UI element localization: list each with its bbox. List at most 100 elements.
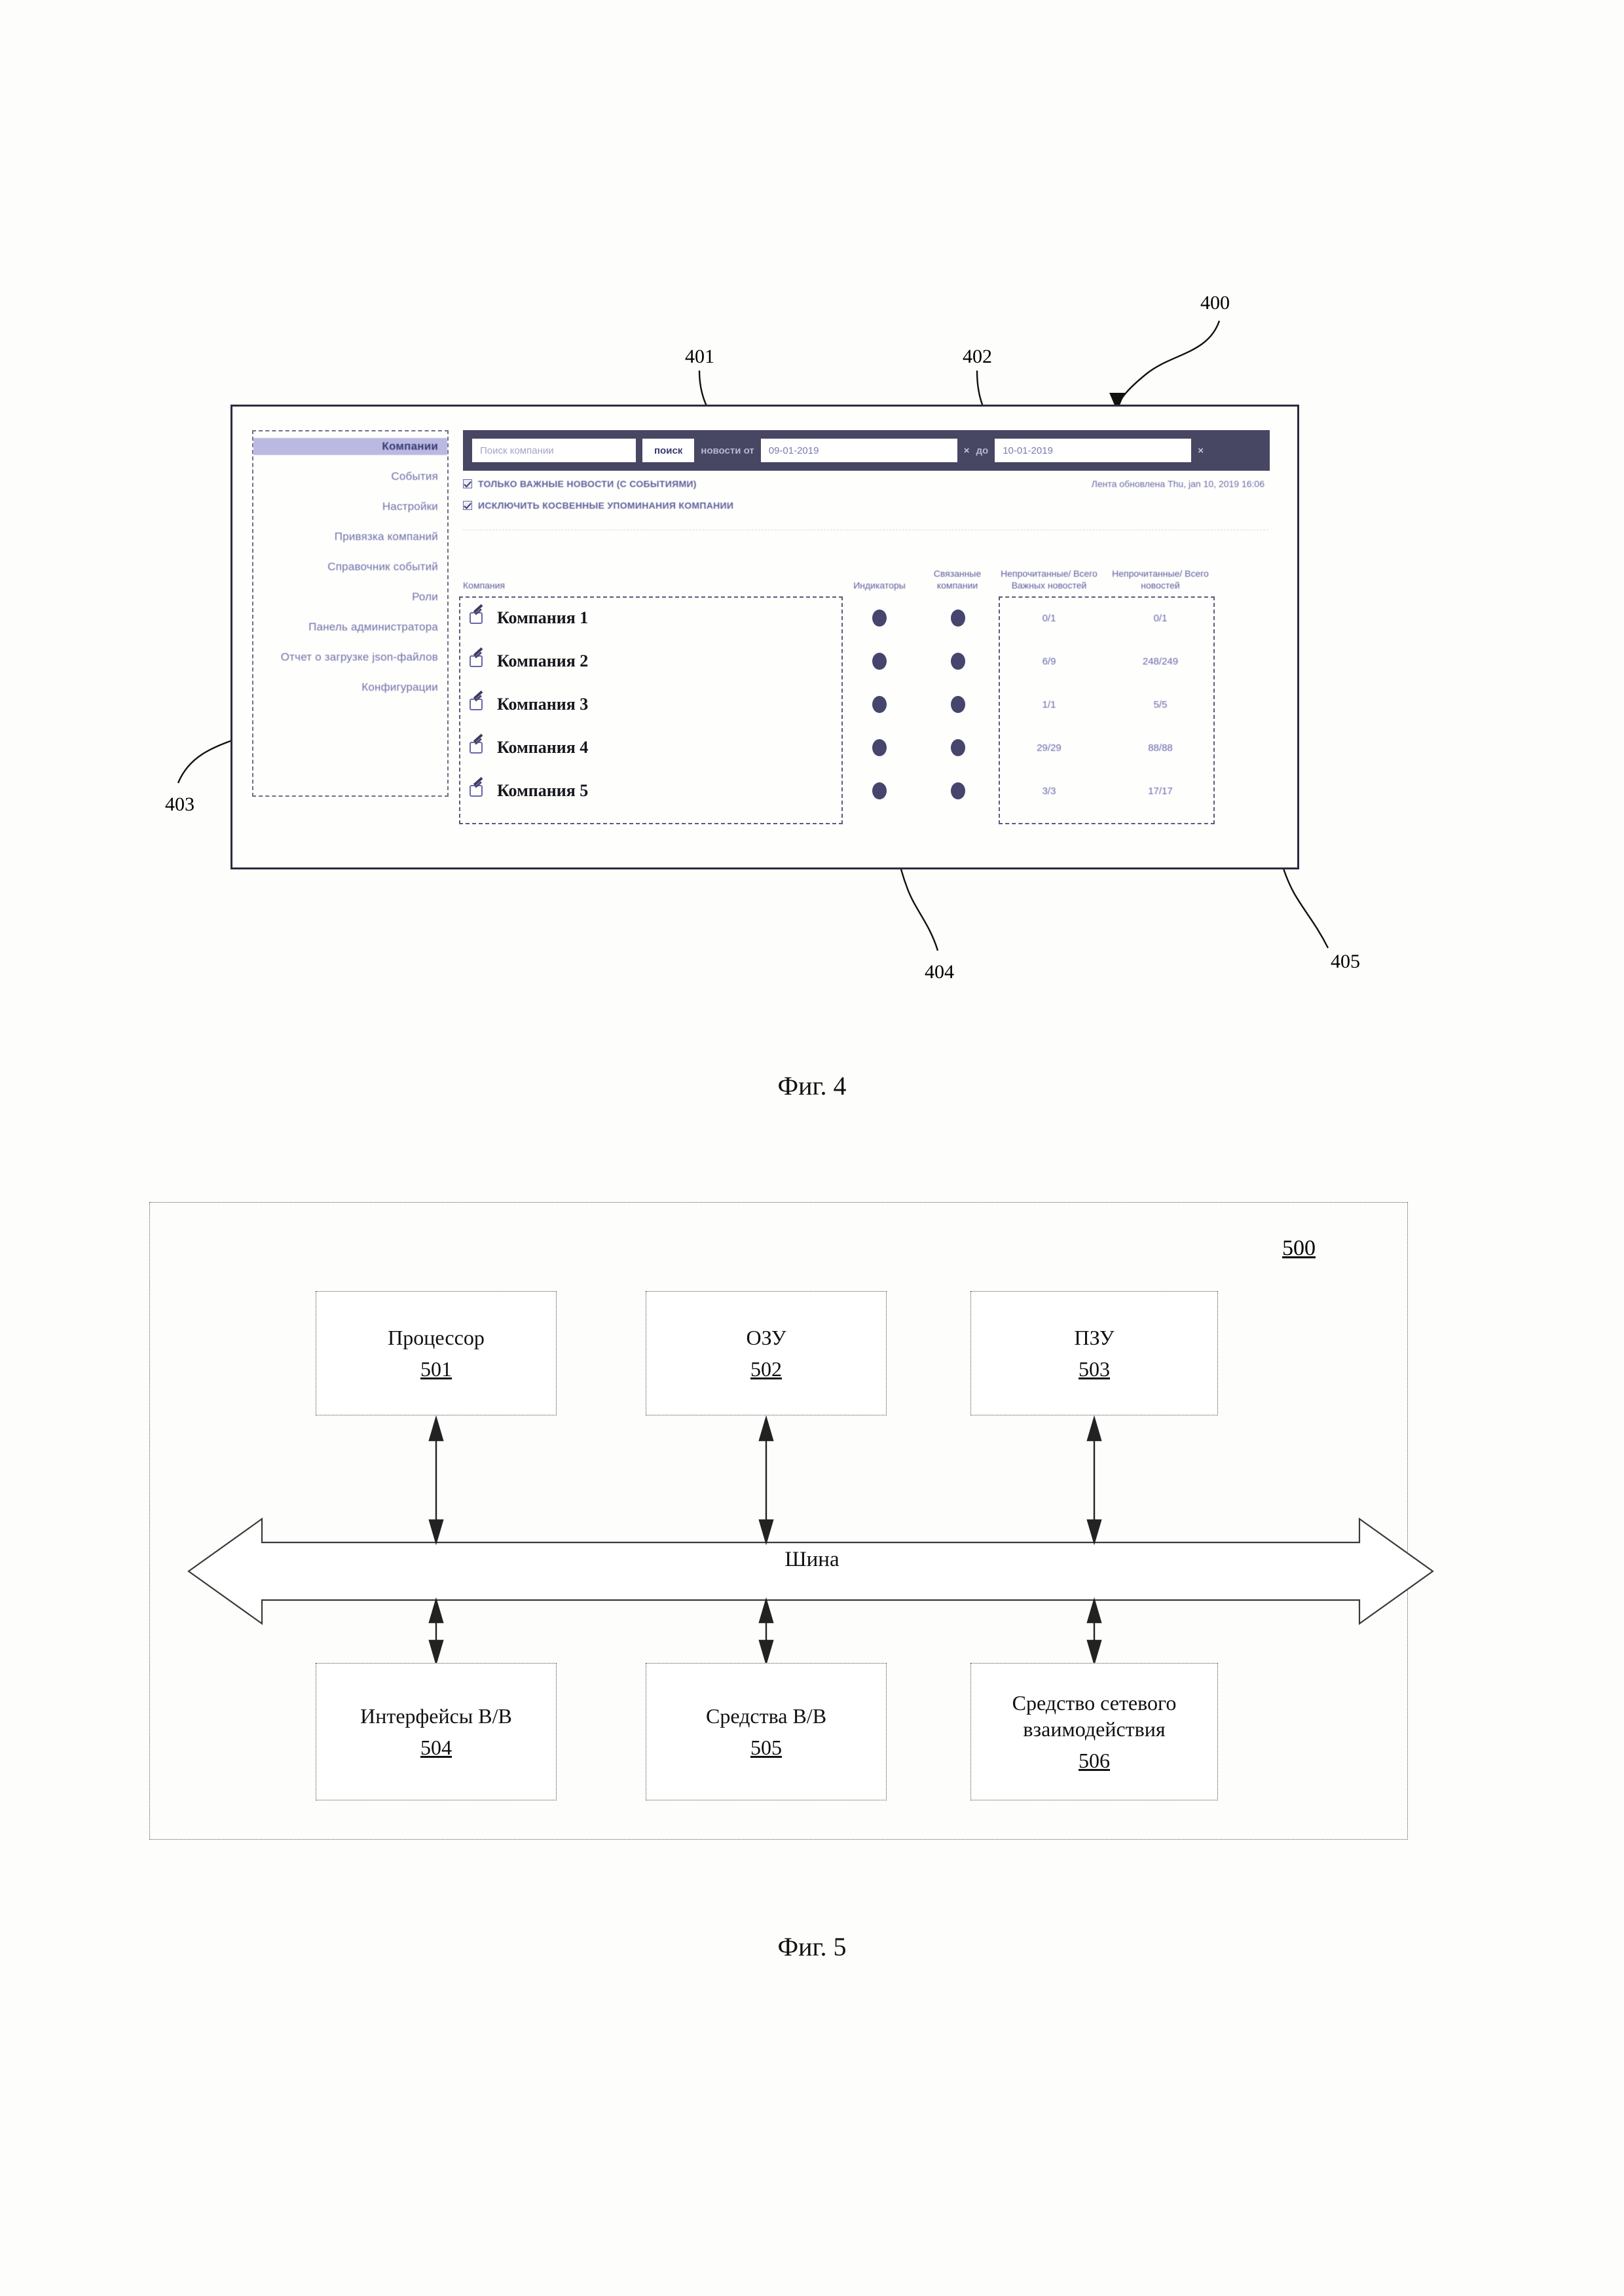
unread-important-count: 29/29 (1037, 742, 1061, 754)
company-name: Компания 4 (497, 738, 589, 757)
column-header-company: Компания (463, 579, 506, 591)
company-cell[interactable]: Компания 3 (470, 690, 589, 714)
sidebar-item-label: Конфигурации (361, 681, 438, 693)
feed-updated-status: Лента обновлена Thu, jan 10, 2019 16:06 (1091, 479, 1264, 489)
edit-pencil-icon[interactable] (470, 733, 487, 756)
block-ref: 504 (420, 1736, 452, 1760)
sidebar-item-label: Настройки (382, 500, 438, 513)
block-processor: Процессор 501 (316, 1291, 557, 1415)
sidebar-item-link-companies[interactable]: Привязка компаний (253, 528, 447, 545)
date-from-input[interactable]: 09-01-2019 (760, 439, 957, 462)
table-row[interactable]: Компания 1 0/1 0/1 (463, 596, 1270, 640)
reference-500: 500 (1282, 1236, 1316, 1260)
sidebar-item-events[interactable]: События (253, 468, 447, 485)
filter-exclude-indirect[interactable]: исключить косвенные упоминания компании (463, 500, 1270, 511)
unread-important-count: 1/1 (1042, 699, 1056, 710)
block-title: Средство сетевого взаимодействия (1012, 1691, 1177, 1741)
checkbox-checked-icon[interactable] (463, 479, 472, 488)
edit-pencil-icon[interactable] (470, 690, 487, 712)
search-button[interactable]: поиск (642, 439, 695, 462)
clear-date-from-icon[interactable]: × (963, 445, 970, 456)
company-table-body: Компания 1 0/1 0/1 Компания 2 (463, 596, 1270, 812)
clear-date-to-icon[interactable]: × (1198, 445, 1204, 456)
column-header-unread-important: Непрочитанные/ Всего Важных новостей (1001, 568, 1098, 591)
sidebar-nav: Компании События Настройки Привязка комп… (252, 430, 449, 797)
company-name: Компания 3 (497, 695, 589, 714)
company-cell[interactable]: Компания 5 (470, 776, 588, 801)
unread-all-count: 5/5 (1153, 699, 1168, 710)
related-companies-dot-icon[interactable] (951, 610, 965, 627)
block-ref: 503 (1079, 1357, 1110, 1381)
company-column-group-box (459, 596, 843, 824)
checkbox-checked-icon[interactable] (463, 501, 472, 510)
block-io-interfaces: Интерфейсы В/В 504 (316, 1663, 557, 1800)
company-name: Компания 2 (497, 651, 589, 670)
block-ref: 501 (420, 1357, 452, 1381)
indicator-dot-icon[interactable] (872, 739, 887, 756)
edit-pencil-icon[interactable] (470, 604, 487, 626)
company-cell[interactable]: Компания 4 (470, 733, 589, 757)
counts-column-group-box (999, 596, 1215, 824)
sidebar-item-label: Панель администратора (308, 621, 438, 633)
unread-important-count: 0/1 (1042, 612, 1056, 624)
indicator-dot-icon[interactable] (872, 610, 887, 627)
sidebar-item-roles[interactable]: Роли (253, 589, 447, 606)
date-to-input[interactable]: 10-01-2019 (995, 439, 1192, 462)
column-header-related-companies: Связанные компании (933, 568, 982, 591)
block-title: Средства В/В (705, 1704, 827, 1728)
reference-403: 403 (165, 793, 194, 815)
company-name: Компания 1 (497, 608, 589, 627)
sidebar-item-label: Справочник событий (327, 560, 438, 573)
unread-all-count: 88/88 (1148, 742, 1173, 754)
reference-400: 400 (1200, 292, 1230, 314)
related-companies-dot-icon[interactable] (951, 739, 965, 756)
sidebar-item-json-report[interactable]: Отчет о загрузке json-файлов (253, 649, 447, 666)
sidebar-item-label: Отчет о загрузке json-файлов (280, 651, 438, 663)
bus-label: Шина (784, 1548, 840, 1571)
table-row[interactable]: Компания 4 29/29 88/88 (463, 726, 1270, 769)
search-toolbar: Поиск компании поиск новости от 09-01-20… (463, 430, 1270, 471)
table-row[interactable]: Компания 3 1/1 5/5 (463, 683, 1270, 726)
table-row[interactable]: Компания 5 3/3 17/17 (463, 769, 1270, 812)
block-io-devices: Средства В/В 505 (646, 1663, 887, 1800)
figure-4: 400 401 402 403 404 405 Компании События… (0, 0, 1624, 1178)
block-rom: ПЗУ 503 (970, 1291, 1218, 1415)
filter-important-only[interactable]: только важные новости (с событиями) (463, 479, 1270, 489)
edit-pencil-icon[interactable] (470, 776, 487, 799)
sidebar-item-label: Роли (412, 591, 438, 603)
sidebar-item-admin-panel[interactable]: Панель администратора (253, 619, 447, 636)
sidebar-item-companies[interactable]: Компании (253, 438, 447, 455)
indicator-dot-icon[interactable] (872, 782, 887, 799)
filter-checkboxes: только важные новости (с событиями) искл… (463, 479, 1270, 522)
related-companies-dot-icon[interactable] (951, 782, 965, 799)
figure-4-caption: Фиг. 4 (777, 1071, 847, 1101)
company-search-input[interactable]: Поиск компании (472, 439, 636, 462)
block-title: Интерфейсы В/В (360, 1704, 512, 1728)
sidebar-item-settings[interactable]: Настройки (253, 498, 447, 515)
unread-important-count: 6/9 (1042, 655, 1056, 667)
related-companies-dot-icon[interactable] (951, 696, 965, 713)
table-row[interactable]: Компания 2 6/9 248/249 (463, 640, 1270, 683)
indicator-dot-icon[interactable] (872, 653, 887, 670)
related-companies-dot-icon[interactable] (951, 653, 965, 670)
table-header-row: Компания Индикаторы Связанные компании Н… (463, 540, 1270, 592)
sidebar-item-configurations[interactable]: Конфигурации (253, 679, 447, 696)
news-from-label: новости от (701, 445, 754, 456)
reference-401: 401 (685, 346, 714, 367)
unread-all-count: 248/249 (1142, 655, 1179, 667)
column-header-indicators: Индикаторы (853, 579, 906, 591)
sidebar-item-label: Компании (382, 440, 438, 452)
unread-all-count: 17/17 (1148, 785, 1173, 797)
sidebar-item-event-directory[interactable]: Справочник событий (253, 558, 447, 575)
sidebar-item-label: Привязка компаний (334, 530, 438, 543)
indicator-dot-icon[interactable] (872, 696, 887, 713)
block-ref: 505 (750, 1736, 782, 1760)
company-cell[interactable]: Компания 1 (470, 604, 589, 628)
company-cell[interactable]: Компания 2 (470, 647, 589, 671)
block-ref: 506 (1079, 1748, 1110, 1772)
edit-pencil-icon[interactable] (470, 647, 487, 669)
filter-label: исключить косвенные упоминания компании (478, 500, 734, 511)
sidebar-item-label: События (391, 470, 438, 483)
